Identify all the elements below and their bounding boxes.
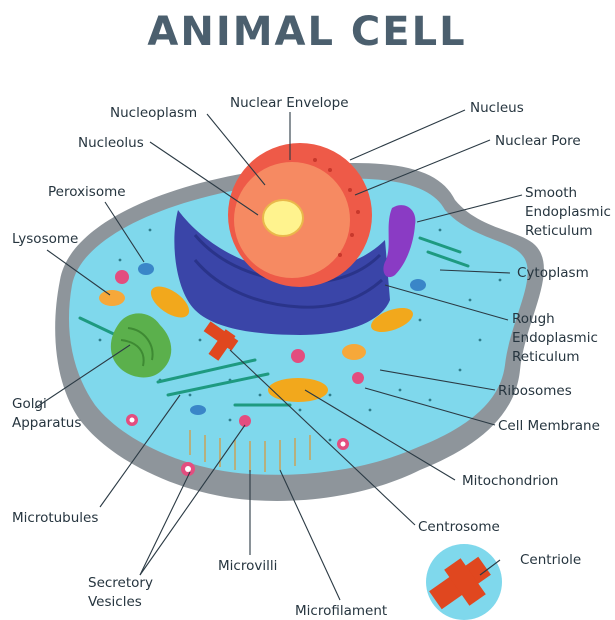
label-cell-membrane: Cell Membrane [498,418,600,434]
label-peroxisome: Peroxisome [48,184,126,200]
diagram-title: ANIMAL CELL [147,9,466,55]
label-smooth-er: Smooth Endoplasmic Reticulum [525,185,615,239]
label-microfilament: Microfilament [295,603,387,619]
nucleus [228,143,372,287]
label-lysosome: Lysosome [12,231,78,247]
label-mitochondrion: Mitochondrion [462,473,558,489]
label-ribosomes: Ribosomes [498,383,572,399]
label-nucleus: Nucleus [470,100,524,116]
label-microvilli: Microvilli [218,558,277,574]
label-rough-er: Rough Endoplasmic Reticulum [512,311,602,365]
nucleolus [263,200,303,236]
centriole-inset [426,544,502,620]
label-cytoplasm: Cytoplasm [517,265,589,281]
label-centrosome: Centrosome [418,519,500,535]
label-microtubules: Microtubules [12,510,98,526]
label-nuclear-envelope: Nuclear Envelope [230,95,349,111]
label-nucleoplasm: Nucleoplasm [110,105,197,121]
label-nuclear-pore: Nuclear Pore [495,133,581,149]
label-centriole: Centriole [520,552,581,568]
label-nucleolus: Nucleolus [78,135,144,151]
label-secretory-vesicles: Secretory Vesicles [88,575,157,610]
